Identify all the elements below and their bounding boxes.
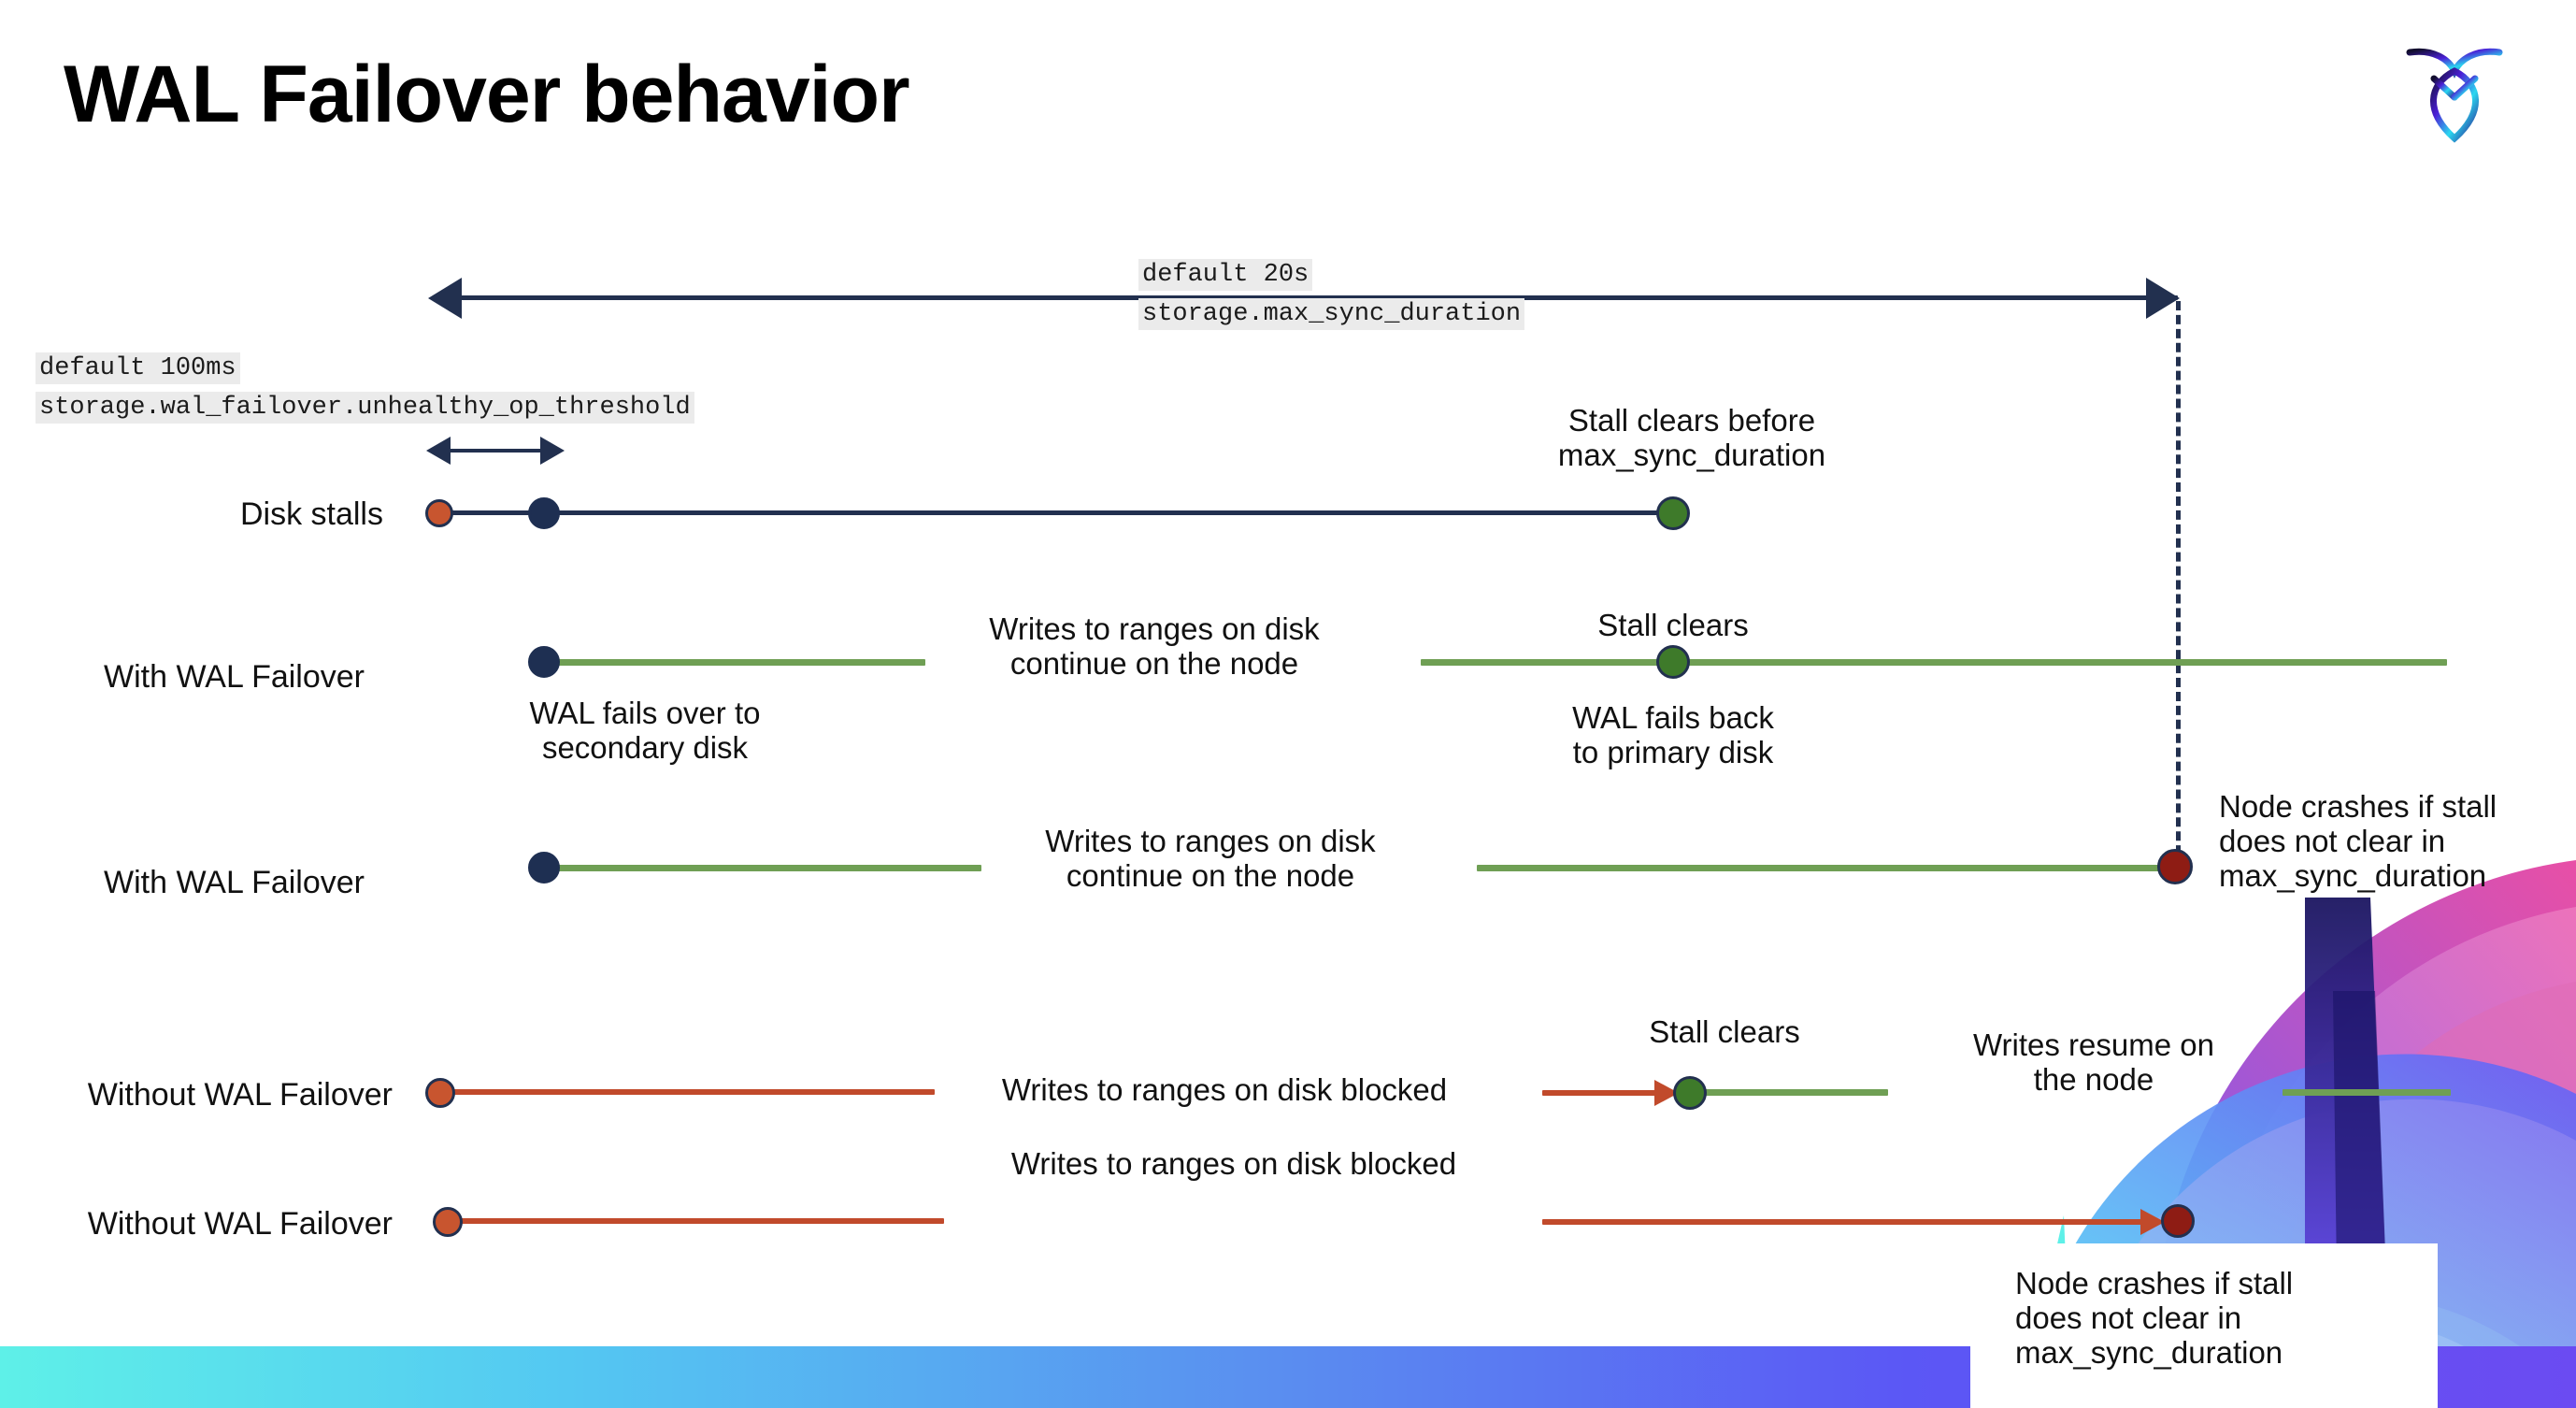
stall-clears-note-2: Stall clears bbox=[1649, 1014, 1800, 1049]
disk-stalls-clear-dot bbox=[1656, 496, 1690, 530]
row-label-without-wal-failover-1: Without WAL Failover bbox=[87, 1077, 393, 1113]
without-failover-1-start-dot bbox=[425, 1078, 455, 1108]
without-failover-1-red-segment-a bbox=[449, 1089, 935, 1095]
disk-stalls-failover-dot bbox=[528, 497, 560, 529]
without-failover-1-green-segment bbox=[1694, 1089, 1888, 1096]
node-crashes-callout-box bbox=[1970, 1243, 2438, 1408]
max-sync-duration-span-line bbox=[458, 295, 2178, 300]
without-failover-2-start-dot bbox=[433, 1207, 463, 1237]
writes-blocked-note-2: Writes to ranges on disk blocked bbox=[1010, 1146, 1457, 1181]
with-failover-2-green-segment-a bbox=[542, 865, 981, 871]
without-failover-2-crash-dot bbox=[2161, 1204, 2195, 1238]
cockroachdb-logo-icon bbox=[2389, 26, 2520, 148]
unhealthy-threshold-span-line bbox=[449, 449, 542, 453]
unhealthy-default-text: default 100ms bbox=[36, 352, 240, 384]
unhealthy-op-threshold-setting-label: default 100ms storage.wal_failover.unhea… bbox=[36, 349, 694, 427]
row-label-with-wal-failover-1: With WAL Failover bbox=[104, 659, 365, 695]
without-failover-1-red-segment-b bbox=[1542, 1090, 1664, 1096]
unhealthy-right-arrowhead bbox=[540, 437, 565, 465]
with-failover-1-green-segment-b bbox=[1421, 659, 2447, 666]
writes-continue-note-1: Writes to ranges on disk continue on the… bbox=[989, 611, 1320, 681]
stall-clears-before-max-sync-note: Stall clears before max_sync_duration bbox=[1557, 403, 1826, 472]
node-crashes-note-1: Node crashes if stall does not clear in … bbox=[2219, 789, 2497, 893]
wal-fails-over-note: WAL fails over to secondary disk bbox=[529, 696, 761, 765]
max-sync-default-text: default 20s bbox=[1138, 259, 1313, 291]
max-sync-setting-text: storage.max_sync_duration bbox=[1138, 298, 1525, 330]
without-failover-2-red-segment-a bbox=[458, 1218, 944, 1224]
wal-fails-back-note: WAL fails back to primary disk bbox=[1572, 700, 1774, 769]
without-failover-1-green-segment-far bbox=[2283, 1089, 2451, 1096]
without-failover-2-arrowhead bbox=[2140, 1209, 2165, 1235]
page-title: WAL Failover behavior bbox=[64, 50, 910, 139]
disk-stalls-start-dot bbox=[425, 499, 453, 527]
writes-continue-note-2: Writes to ranges on disk continue on the… bbox=[1045, 824, 1376, 893]
disk-stalls-timeline bbox=[439, 510, 1682, 515]
row-label-without-wal-failover-2: Without WAL Failover bbox=[87, 1206, 393, 1242]
stall-clears-note-1: Stall clears bbox=[1597, 608, 1749, 642]
with-failover-1-green-segment-a bbox=[542, 659, 925, 666]
with-failover-2-crash-dot bbox=[2157, 849, 2193, 884]
with-failover-1-start-dot bbox=[528, 646, 560, 678]
max-sync-dashed-dropline bbox=[2176, 301, 2181, 883]
with-failover-2-green-segment-b bbox=[1477, 865, 2168, 871]
unhealthy-left-arrowhead bbox=[426, 437, 451, 465]
without-failover-2-red-segment-b bbox=[1542, 1219, 2159, 1225]
writes-resume-note: Writes resume on the node bbox=[1973, 1027, 2214, 1097]
writes-blocked-note-1: Writes to ranges on disk blocked bbox=[1001, 1072, 1448, 1107]
row-label-disk-stalls: Disk stalls bbox=[239, 496, 383, 532]
row-label-with-wal-failover-2: With WAL Failover bbox=[104, 865, 365, 900]
max-sync-left-arrowhead bbox=[428, 278, 462, 319]
node-crashes-note-2: Node crashes if stall does not clear in … bbox=[2015, 1266, 2294, 1370]
unhealthy-setting-text: storage.wal_failover.unhealthy_op_thresh… bbox=[36, 392, 694, 424]
max-sync-duration-setting-label: default 20s storage.max_sync_duration bbox=[1138, 255, 1525, 334]
without-failover-1-clear-dot bbox=[1673, 1076, 1707, 1110]
with-failover-1-clear-dot bbox=[1656, 645, 1690, 679]
with-failover-2-start-dot bbox=[528, 852, 560, 884]
max-sync-right-arrowhead bbox=[2146, 278, 2180, 319]
